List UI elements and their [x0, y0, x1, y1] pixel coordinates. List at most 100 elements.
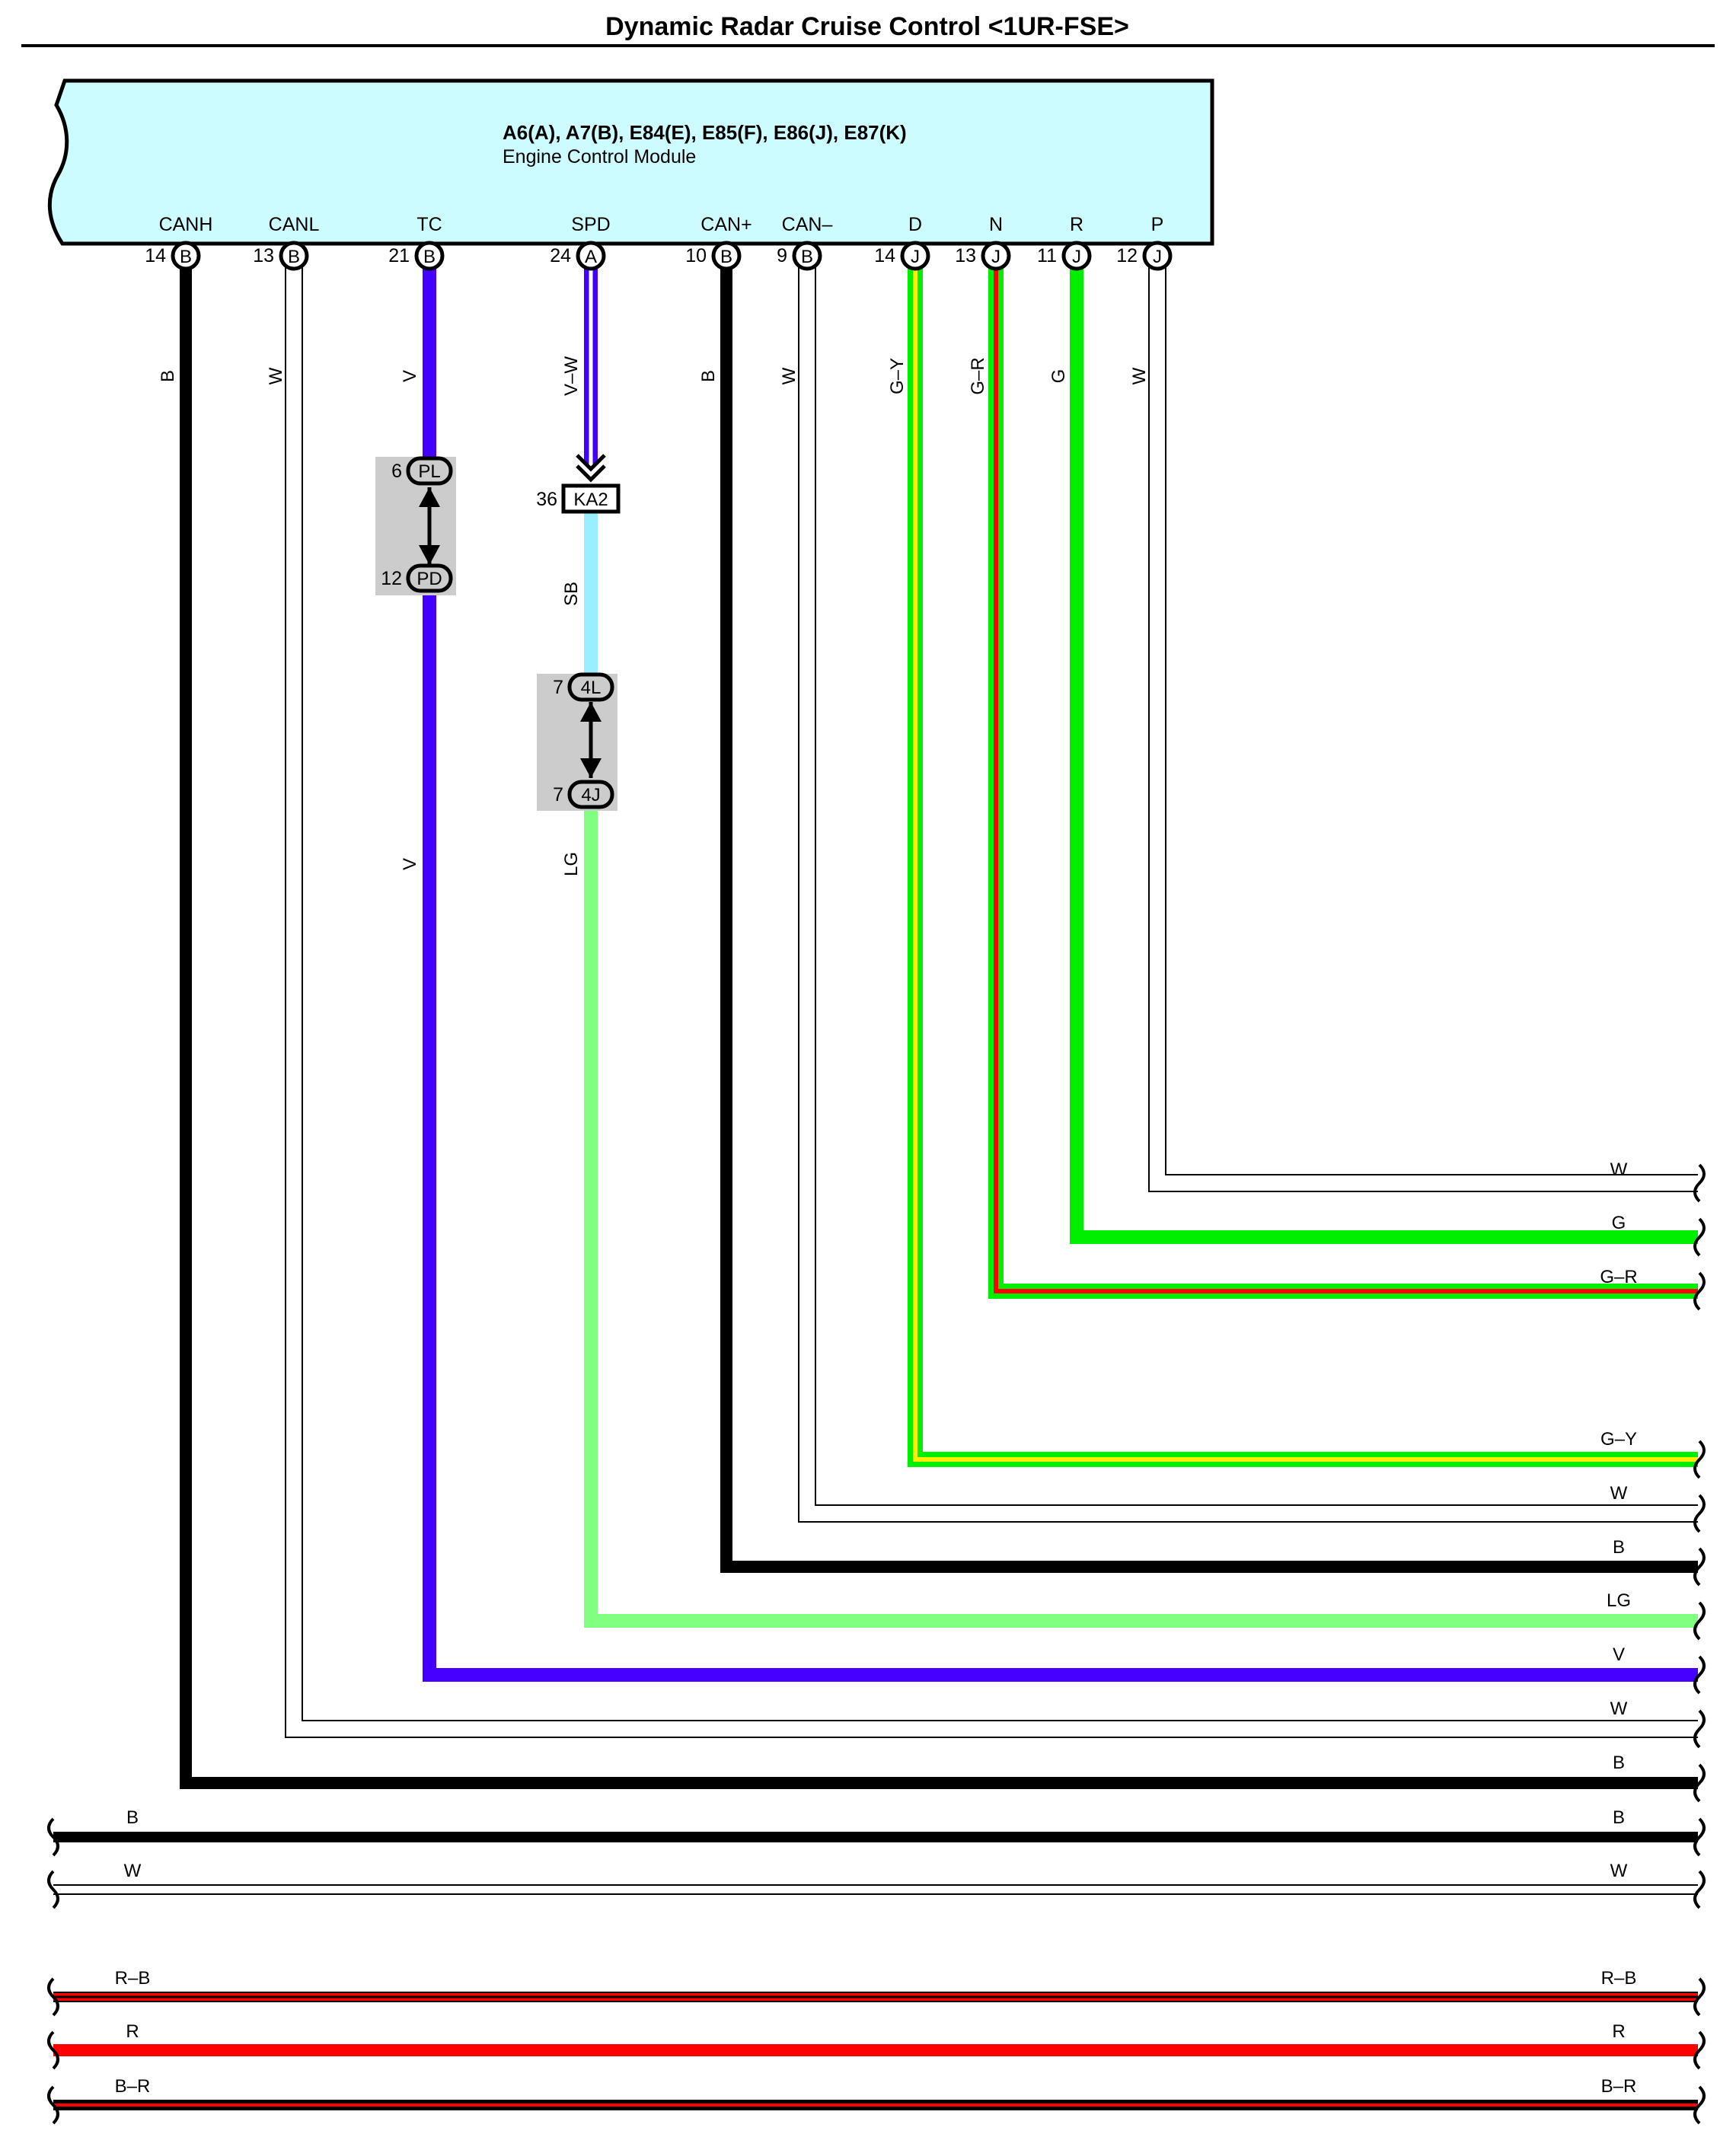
break-mark-left-2 [47, 1870, 59, 1909]
break-mark-right-7 [1693, 1601, 1706, 1641]
connector-4l-4j: 7 4L 7 4J [537, 672, 617, 811]
svg-text:B: B [423, 247, 436, 267]
connector-ka2: 36 KA2 [536, 454, 621, 514]
through-left-r-b: R–B [115, 1968, 151, 1989]
through-left-r: R [126, 2021, 139, 2042]
ecm-pin-badges: 14 B 13 B 21 B 24 A 10 B 9 B [145, 241, 1173, 271]
wire-label-canh: B [158, 370, 178, 382]
through-right-w: W [1610, 1861, 1628, 1881]
break-mark-right-3 [1693, 1271, 1706, 1311]
wire-label-tc-lower: V [400, 858, 420, 870]
right-wire-labels: W G G–R G–Y W B LG V W B [1600, 1159, 1637, 1773]
right-label-6: B [1613, 1537, 1625, 1558]
through-right-r: R [1612, 2021, 1625, 2042]
svg-text:13: 13 [253, 245, 274, 266]
wire-label-r: G [1048, 369, 1069, 384]
vertical-wire-labels: B W V V–W B W G–Y G–R G W V SB LG [158, 356, 1150, 876]
pin-name-r: R [1070, 214, 1083, 235]
break-marks [47, 1163, 1706, 2125]
wire-p-w [1148, 256, 1698, 1192]
break-mark-right-11 [1693, 1817, 1706, 1857]
connector-pd: PD [416, 569, 442, 589]
connector-ka2-label: KA2 [573, 490, 608, 510]
connector-4l: 4L [581, 678, 602, 698]
svg-text:11: 11 [1037, 245, 1057, 266]
connector-pl-num: 6 [391, 461, 402, 482]
connector-ka2-num: 36 [536, 489, 557, 510]
svg-text:14: 14 [145, 245, 166, 266]
wire-label-tc: V [400, 370, 420, 382]
right-label-3: G–R [1600, 1267, 1637, 1287]
svg-text:10: 10 [685, 245, 707, 266]
svg-text:B: B [288, 247, 300, 267]
svg-text:14: 14 [874, 245, 895, 266]
svg-text:12: 12 [1116, 245, 1138, 266]
svg-text:J: J [911, 247, 920, 267]
wire-label-spd-middle: SB [561, 582, 582, 606]
through-right-b: B [1613, 1807, 1625, 1828]
diagram-title: Dynamic Radar Cruise Control <1UR-FSE> [605, 12, 1129, 41]
pin-badge-d: 14 J [874, 241, 930, 271]
pin-badge-canl: 13 B [253, 241, 309, 271]
pin-badge-tc: 21 B [388, 241, 445, 271]
pin-name-p: P [1151, 214, 1164, 235]
break-mark-right-8 [1693, 1655, 1706, 1695]
break-mark-right-15 [1693, 2085, 1706, 2125]
through-right-b-r: B–R [1601, 2076, 1637, 2097]
break-mark-right-14 [1693, 2030, 1706, 2070]
pin-badge-canminus: 9 B [777, 241, 822, 271]
through-left-b: B [126, 1807, 139, 1828]
break-mark-left-3 [47, 1977, 59, 2017]
break-mark-right-10 [1693, 1763, 1706, 1803]
pin-badge-p: 12 J [1116, 241, 1173, 271]
pin-name-tc: TC [416, 214, 442, 235]
connector-pl-pd: 6 PL 12 PD [375, 456, 456, 595]
wire-tc-v [423, 256, 1698, 1682]
wire-label-canplus: B [698, 370, 719, 382]
break-mark-right-9 [1693, 1709, 1706, 1749]
break-mark-right-6 [1693, 1547, 1706, 1587]
right-label-8: V [1613, 1644, 1625, 1665]
through-left-b-r: B–R [115, 2076, 151, 2097]
pin-name-canplus: CAN+ [700, 214, 752, 235]
wire-label-spd-lower: LG [561, 852, 582, 876]
through-left-w: W [124, 1861, 142, 1881]
pin-name-d: D [908, 214, 922, 235]
pin-badge-r: 11 J [1037, 241, 1092, 271]
through-wire-labels: B B W W R–B R–B R R B–R B–R [115, 1807, 1637, 2097]
svg-text:B: B [720, 247, 732, 267]
pin-badge-canh: 14 B [145, 241, 201, 271]
connector-4j: 4J [581, 785, 600, 805]
pin-name-spd: SPD [571, 214, 610, 235]
wire-canplus-b [720, 256, 1698, 1573]
wire-label-canl: W [266, 367, 286, 384]
break-mark-right-4 [1693, 1440, 1706, 1479]
svg-text:J: J [991, 247, 1000, 267]
break-mark-left-4 [47, 2030, 59, 2070]
wire-label-canminus: W [779, 367, 799, 384]
break-mark-right-5 [1693, 1494, 1706, 1533]
svg-text:13: 13 [955, 245, 976, 266]
wire-n-g-r [988, 256, 1698, 1299]
ecm-connector-list: A6(A), A7(B), E84(E), E85(F), E86(J), E8… [503, 121, 907, 144]
wire-label-p: W [1129, 367, 1150, 384]
right-label-1: W [1610, 1159, 1628, 1180]
wire-canh-b [180, 256, 1698, 1789]
wire-r-g [1070, 256, 1698, 1244]
pin-badge-spd: 24 A [550, 241, 606, 271]
ecm-pin-names: CANH CANL TC SPD CAN+ CAN– D N R P [159, 214, 1164, 235]
through-wires [53, 1832, 1698, 2110]
svg-text:9: 9 [777, 245, 787, 266]
svg-text:J: J [1072, 247, 1081, 267]
svg-text:B: B [801, 247, 813, 267]
svg-text:A: A [585, 247, 597, 267]
connector-pl: PL [418, 461, 440, 482]
svg-text:21: 21 [388, 245, 410, 266]
right-label-9: W [1610, 1698, 1628, 1719]
pin-badge-n: 13 J [955, 241, 1011, 271]
wire-label-n: G–R [968, 357, 988, 394]
right-label-10: B [1613, 1753, 1625, 1773]
wire-spd-lg [584, 807, 1698, 1628]
ecm-name: Engine Control Module [503, 146, 696, 167]
